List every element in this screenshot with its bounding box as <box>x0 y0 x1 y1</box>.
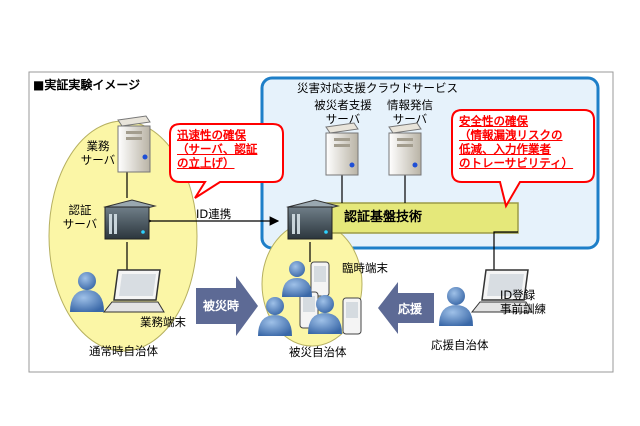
auth-server-icon <box>103 199 157 240</box>
support-note-line1: ID登録 <box>500 288 536 302</box>
auth-base-label: 認証基盤技術 <box>344 210 423 225</box>
disaster-arrow-label: 被災時 <box>203 299 240 313</box>
affected-person-icon-2 <box>258 297 292 336</box>
normal-municipality-caption: 通常時自治体 <box>89 344 158 358</box>
affected-person-icon-3 <box>308 295 342 334</box>
business-server-icon <box>117 115 151 173</box>
server1-label-line2: サーバ <box>325 112 361 126</box>
support-arrow-shape <box>378 282 434 334</box>
callout-left-shape <box>169 123 284 199</box>
business-server-label-line2: サーバ <box>80 153 116 167</box>
server2-label-line2: サーバ <box>392 112 428 126</box>
callout-left-line3: の立上げ） <box>177 156 235 170</box>
business-terminal-laptop-icon <box>102 269 165 313</box>
server2-label-line1: 情報発信 <box>387 98 433 112</box>
support-municipality-caption: 応援自治体 <box>431 338 489 352</box>
cloud-auth-server-icon <box>286 199 340 240</box>
cloud-title: 災害対応支援クラウドサービス <box>297 81 458 95</box>
normal-user-person-icon <box>70 272 104 312</box>
figure-title: ■実証実験イメージ <box>33 78 141 92</box>
auth-server-label-line2: サーバ <box>62 217 98 231</box>
temp-user-person-icon-1 <box>282 261 312 297</box>
affected-municipality-caption: 被災自治体 <box>289 345 347 359</box>
callout-left-line1: 迅速性の確保 <box>177 128 246 142</box>
callout-left-line2: （サーバ、認証 <box>177 142 258 156</box>
support-person-icon <box>439 287 473 326</box>
callout-right-line3: 低減、入力作業者 <box>459 142 551 156</box>
support-note-line2: 事前訓練 <box>500 302 546 316</box>
temp-terminal-label: 臨時端末 <box>342 261 388 275</box>
support-laptop-icon <box>470 269 533 313</box>
support-terminal-line <box>493 231 518 273</box>
business-server-label-line1: 業務 <box>86 139 110 153</box>
disaster-arrow-shape <box>196 276 258 336</box>
business-terminal-label: 業務端末 <box>140 315 186 329</box>
support-arrow-label: 応援 <box>398 302 423 316</box>
callout-right-line2: （情報漏洩リスクの <box>459 128 563 142</box>
auth-server-label-line1: 認証 <box>68 203 92 217</box>
callout-right-line4: のトレーサビリティ） <box>459 156 574 170</box>
id-link-label: ID連携 <box>196 207 232 221</box>
info-server-icon <box>388 122 422 176</box>
callout-right-line1: 安全性の確保 <box>459 114 528 128</box>
callout-right-shape <box>451 109 595 209</box>
server1-label-line1: 被災者支援 <box>314 98 372 112</box>
victim-support-server-icon <box>325 122 359 176</box>
